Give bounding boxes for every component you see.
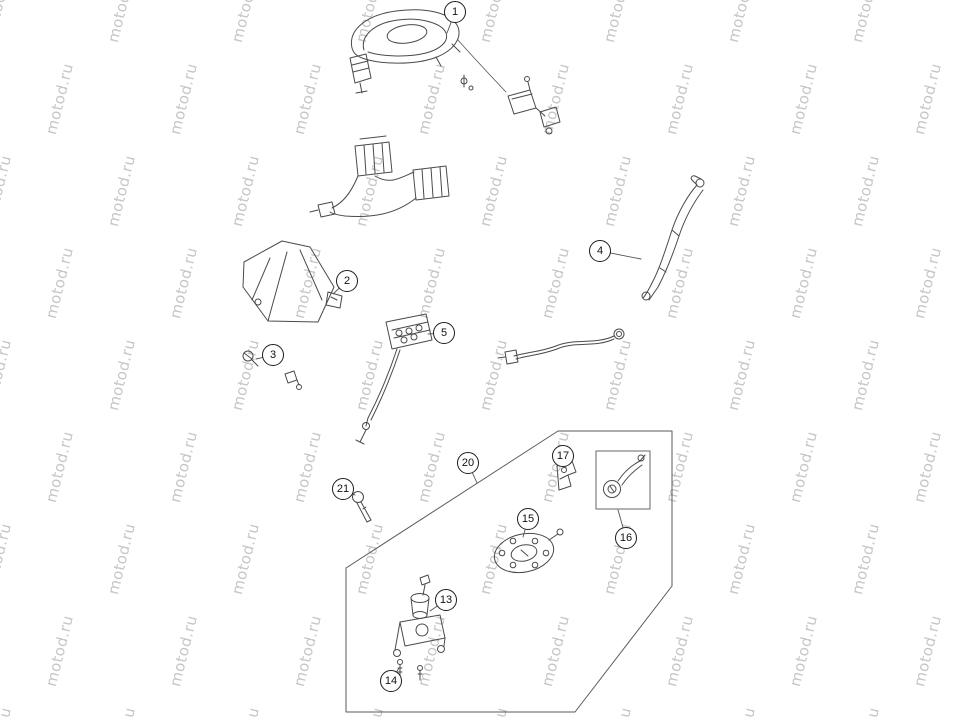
callout-2: 2 (336, 270, 358, 292)
callout-17: 17 (552, 445, 574, 467)
callout-4: 4 (589, 240, 611, 262)
cable-drawing (497, 328, 625, 365)
leader-line-3 (255, 357, 263, 360)
callout-leader-lines (255, 21, 642, 673)
bracket-upper-right-drawing (507, 76, 561, 135)
ignition-lock-drawing (393, 574, 446, 681)
leader-line-16 (617, 509, 624, 528)
key-blank-drawing (352, 491, 372, 523)
callout-20: 20 (457, 452, 479, 474)
callout-16: 16 (615, 527, 637, 549)
leader-line-2 (332, 288, 340, 295)
leader-line-1 (446, 21, 452, 34)
callout-3: 3 (262, 344, 284, 366)
leader-line-13 (429, 605, 438, 612)
callout-15: 15 (517, 508, 539, 530)
small-clips-drawing (242, 350, 302, 390)
callout-21: 21 (332, 478, 354, 500)
leader-line-21 (352, 493, 356, 496)
headlight-mask-drawing (242, 240, 343, 323)
instrument-cluster-drawing (349, 9, 507, 94)
callout-13: 13 (435, 589, 457, 611)
leader-line-15 (522, 529, 526, 538)
fuel-cap-drawing (493, 528, 564, 574)
mount-plate-drawing (355, 313, 433, 445)
callout-14: 14 (380, 670, 402, 692)
side-bracket-drawing (641, 175, 705, 301)
wiring-harness-drawing (309, 135, 450, 218)
callout-1: 1 (444, 1, 466, 23)
leader-line-4 (610, 252, 642, 260)
callout-5: 5 (433, 322, 455, 344)
lock-kit-frame (345, 430, 673, 713)
leader-line-20 (472, 472, 478, 484)
